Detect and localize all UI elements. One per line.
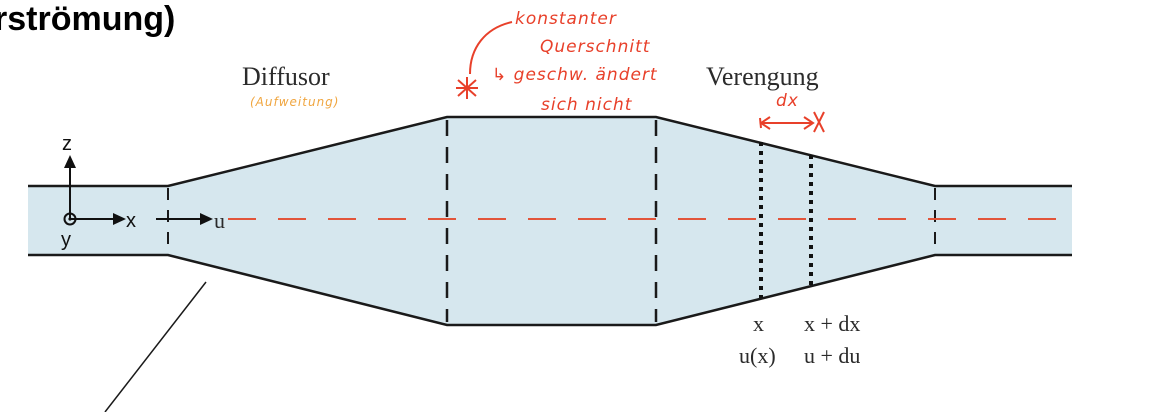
label-u-of-x: u(x): [739, 343, 776, 368]
velocity-label: u: [214, 208, 225, 233]
note-pointer-arrow: [469, 21, 513, 75]
label-x: x: [753, 311, 764, 336]
note-konstanter: konstanter: [515, 9, 617, 29]
note-dx: dx: [776, 91, 799, 111]
axis-y-label: y: [61, 229, 71, 251]
dx-bracket: [759, 111, 825, 133]
note-sich-nicht: sich nicht: [541, 95, 633, 115]
coordinate-system: z x y: [61, 133, 136, 251]
asterisk-mark: [456, 77, 478, 99]
label-u-plus-du: u + du: [804, 343, 860, 368]
page-title: rströmung): [0, 0, 175, 38]
note-geschw-aendert: ↳ geschw. ändert: [492, 65, 658, 85]
diffusor-label: Diffusor: [242, 62, 330, 91]
verengung-label: Verengung: [706, 62, 819, 91]
velocity-arrow: u: [156, 208, 225, 233]
leader-line: [104, 281, 207, 412]
fluid-body: [28, 117, 1072, 325]
channel-wall-top: [28, 115, 1072, 188]
aufweitung-note: (Aufweitung): [250, 95, 339, 109]
axis-z-label: z: [62, 133, 72, 155]
label-x-plus-dx: x + dx: [804, 311, 860, 336]
channel-wall-bottom: [28, 253, 1072, 327]
axis-x-label: x: [126, 210, 136, 232]
handwritten-notes: konstanter Querschnitt ↳ geschw. ändert …: [456, 9, 825, 133]
note-querschnitt: Querschnitt: [540, 37, 651, 57]
